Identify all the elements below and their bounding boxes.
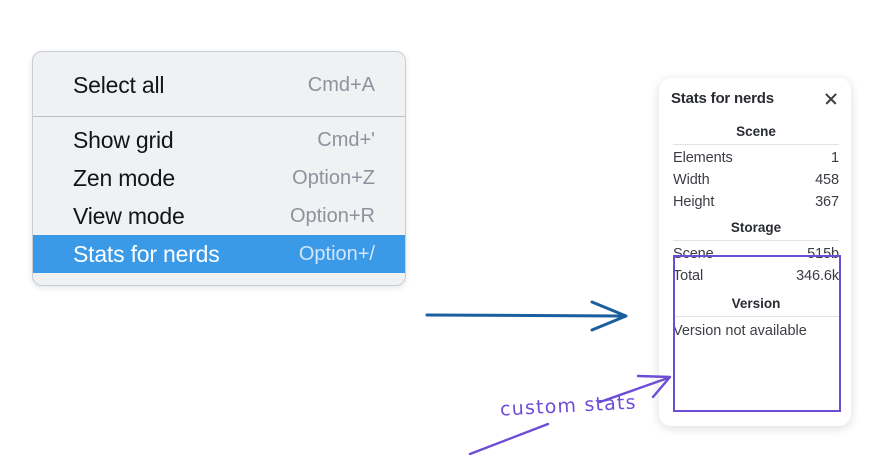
menu-item-shortcut: Option+R xyxy=(289,204,375,227)
stat-row-storage-total: Total 346.6k xyxy=(671,265,841,287)
stat-row-height: Height 367 xyxy=(671,191,841,213)
stats-for-nerds-panel: Stats for nerds Scene Elements 1 Width 4… xyxy=(659,78,851,426)
menu-item-label: Select all xyxy=(73,71,165,98)
stat-key: Width xyxy=(673,172,710,188)
menu-item-shortcut: Option+/ xyxy=(298,242,375,265)
version-section-heading: Version xyxy=(731,296,781,311)
menu-item-view-mode[interactable]: View mode Option+R xyxy=(33,197,405,235)
storage-section-rule xyxy=(673,240,839,241)
blue-arrow-annotation xyxy=(425,300,628,332)
custom-stats-annotation-label: custom stats xyxy=(499,391,638,421)
stat-key: Scene xyxy=(673,246,714,262)
menu-item-select-all[interactable]: Select all Cmd+A xyxy=(33,66,405,104)
stats-panel-header: Stats for nerds xyxy=(671,90,841,107)
menu-item-shortcut: Cmd+' xyxy=(317,128,375,151)
menu-item-stats-for-nerds[interactable]: Stats for nerds Option+/ xyxy=(33,235,405,273)
close-icon[interactable] xyxy=(823,91,839,107)
stat-value: 458 xyxy=(815,172,839,188)
storage-section-heading: Storage xyxy=(730,220,782,235)
menu-divider xyxy=(33,116,405,117)
menu-item-show-grid[interactable]: Show grid Cmd+' xyxy=(33,121,405,159)
stat-value: 515b xyxy=(807,246,839,262)
menu-item-label: Show grid xyxy=(73,126,174,153)
version-section-rule xyxy=(673,316,839,317)
purple-underline-annotation xyxy=(468,422,550,456)
stat-row-storage-scene: Scene 515b xyxy=(671,243,841,265)
stat-row-elements: Elements 1 xyxy=(671,147,841,169)
menu-item-label: Zen mode xyxy=(73,164,175,191)
menu-item-label: View mode xyxy=(73,202,185,229)
stat-key: Elements xyxy=(673,150,733,166)
stat-key: Height xyxy=(673,194,715,210)
scene-section-rule xyxy=(673,144,839,145)
version-value: Version not available xyxy=(673,323,807,339)
menu-item-shortcut: Option+Z xyxy=(292,166,375,189)
stat-value: 1 xyxy=(831,150,839,166)
menu-section-primary: Select all Cmd+A xyxy=(33,52,405,116)
stat-value: 367 xyxy=(815,194,839,210)
menu-section-secondary: Show grid Cmd+' Zen mode Option+Z View m… xyxy=(33,117,405,285)
menu-item-label: Stats for nerds xyxy=(73,240,220,267)
stat-value: 346.6k xyxy=(796,268,839,284)
stat-key: Total xyxy=(673,268,704,284)
menu-item-shortcut: Cmd+A xyxy=(307,73,375,96)
stats-panel-title: Stats for nerds xyxy=(671,90,774,107)
stat-row-width: Width 458 xyxy=(671,169,841,191)
scene-section-heading: Scene xyxy=(736,124,776,139)
menu-item-zen-mode[interactable]: Zen mode Option+Z xyxy=(33,159,405,197)
canvas-context-menu[interactable]: Select all Cmd+A Show grid Cmd+' Zen mod… xyxy=(32,51,406,286)
